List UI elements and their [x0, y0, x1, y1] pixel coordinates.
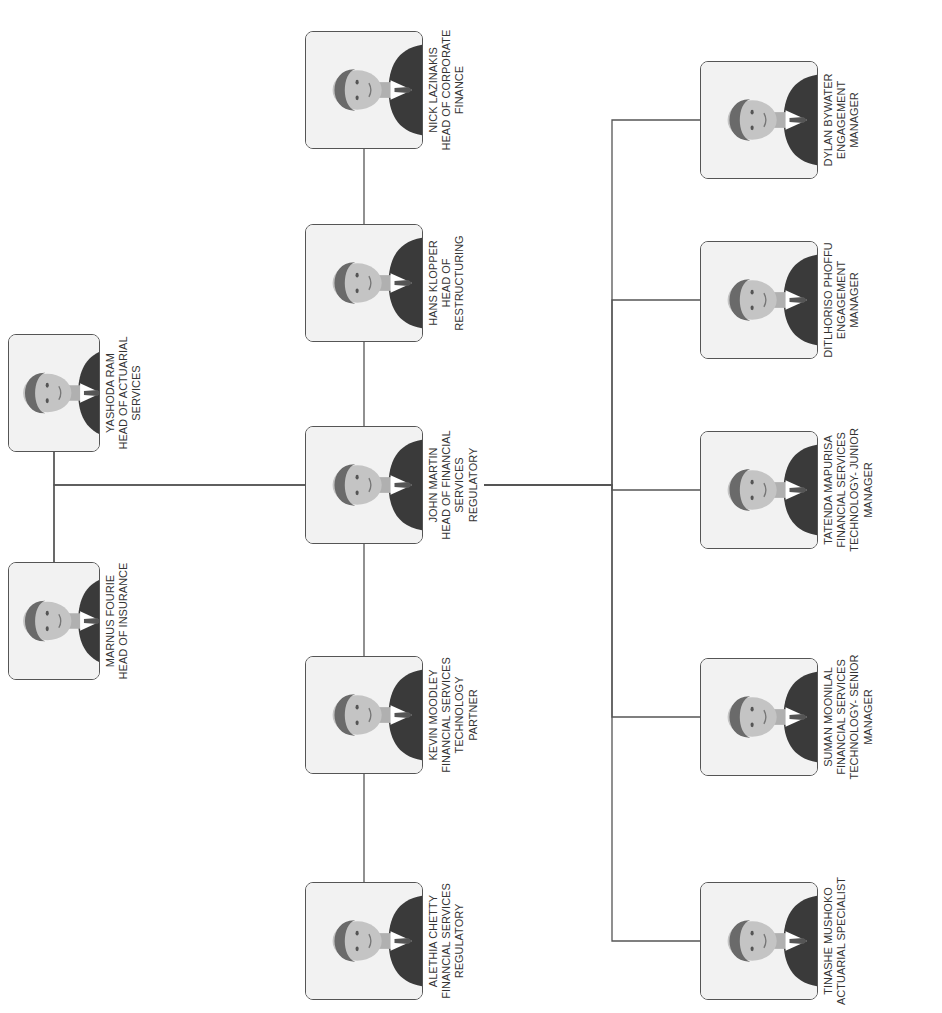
- person-name: YASHODA RAM: [104, 328, 117, 458]
- person-name: JOHN MARTIN: [427, 420, 440, 550]
- portrait-photo: [701, 242, 817, 358]
- person-card: JOHN MARTINHEAD OF FINANCIAL SERVICES RE…: [305, 420, 480, 550]
- portrait-photo: [306, 32, 422, 148]
- portrait-photo: [306, 657, 422, 773]
- org-connector: [54, 452, 305, 485]
- person-card: SUMAN MOONILALFINANCIAL SERVICES TECHNOL…: [700, 652, 875, 782]
- portrait-photo: [306, 427, 422, 543]
- person-card: NICK LAZINAKISHEAD OF CORPORATE FINANCE: [305, 25, 467, 155]
- person-card: ALETHIA CHETTYFINANCIAL SERVICES REGULAT…: [305, 876, 467, 1006]
- photo-frame: [305, 656, 423, 774]
- portrait-photo: [701, 432, 817, 548]
- person-name: HANS KLOPPER: [427, 218, 440, 348]
- photo-frame: [8, 334, 100, 452]
- job-title: HEAD OF ACTUARIAL SERVICES: [117, 328, 143, 458]
- org-connector: [363, 342, 364, 426]
- photo-frame: [700, 241, 818, 359]
- job-title: ENGAGEMENT MANAGER: [835, 55, 861, 185]
- org-connector: [484, 120, 700, 485]
- job-title: ENGAGEMENT MANAGER: [835, 235, 861, 365]
- portrait-photo: [306, 225, 422, 341]
- person-name: ALETHIA CHETTY: [427, 876, 440, 1006]
- org-connector: [363, 544, 364, 656]
- job-title: HEAD OF FINANCIAL SERVICES REGULATORY: [440, 420, 480, 550]
- person-card: KEVIN MOODLEYFINANCIAL SERVICES TECHNOLO…: [305, 650, 480, 780]
- photo-frame: [8, 562, 100, 680]
- person-name: TINASHE MUSHOKO: [822, 876, 835, 1006]
- person-name: NICK LAZINAKIS: [427, 25, 440, 155]
- person-name: MARNUS FOURIE: [104, 556, 117, 686]
- photo-frame: [305, 882, 423, 1000]
- job-title: FINANCIAL SERVICES TECHNOLOGY- SENIOR MA…: [835, 652, 875, 782]
- person-name: TATENDA MAPURISA: [822, 425, 835, 555]
- person-name: KEVIN MOODLEY: [427, 650, 440, 780]
- org-connector: [484, 485, 700, 490]
- person-card: DYLAN BYWATERENGAGEMENT MANAGER: [700, 55, 862, 185]
- job-title: HEAD OF RESTRUCTURING: [440, 218, 466, 348]
- org-connector: [363, 149, 364, 224]
- photo-frame: [700, 882, 818, 1000]
- job-title: FINANCIAL SERVICES REGULATORY: [440, 876, 466, 1006]
- photo-frame: [305, 426, 423, 544]
- person-card: MARNUS FOURIEHEAD OF INSURANCE: [8, 556, 130, 686]
- person-name: DYLAN BYWATER: [822, 55, 835, 185]
- job-title: ACTUARIAL SPECIALIST: [835, 876, 848, 1006]
- person-card: HANS KLOPPERHEAD OF RESTRUCTURING: [305, 218, 467, 348]
- photo-frame: [700, 658, 818, 776]
- photo-frame: [700, 431, 818, 549]
- portrait-photo: [701, 659, 817, 775]
- photo-frame: [700, 61, 818, 179]
- portrait-photo: [9, 335, 99, 451]
- job-title: HEAD OF CORPORATE FINANCE: [440, 25, 466, 155]
- portrait-photo: [701, 883, 817, 999]
- person-name: DITLHORISO PHOFFU: [822, 235, 835, 365]
- org-connector: [363, 774, 364, 882]
- person-name: SUMAN MOONILAL: [822, 652, 835, 782]
- job-title: HEAD OF INSURANCE: [117, 556, 130, 686]
- org-connector: [484, 485, 700, 717]
- person-card: TATENDA MAPURISAFINANCIAL SERVICES TECHN…: [700, 425, 875, 555]
- org-connector: [54, 485, 305, 562]
- person-card: YASHODA RAMHEAD OF ACTUARIAL SERVICES: [8, 328, 144, 458]
- photo-frame: [305, 31, 423, 149]
- portrait-photo: [306, 883, 422, 999]
- org-connector: [484, 485, 700, 941]
- person-card: TINASHE MUSHOKOACTUARIAL SPECIALIST: [700, 876, 848, 1006]
- person-card: DITLHORISO PHOFFUENGAGEMENT MANAGER: [700, 235, 862, 365]
- job-title: FINANCIAL SERVICES TECHNOLOGY PARTNER: [440, 650, 480, 780]
- portrait-photo: [701, 62, 817, 178]
- portrait-photo: [9, 563, 99, 679]
- job-title: FINANCIAL SERVICES TECHNOLOGY- JUNIOR MA…: [835, 425, 875, 555]
- photo-frame: [305, 224, 423, 342]
- org-connector: [484, 300, 700, 485]
